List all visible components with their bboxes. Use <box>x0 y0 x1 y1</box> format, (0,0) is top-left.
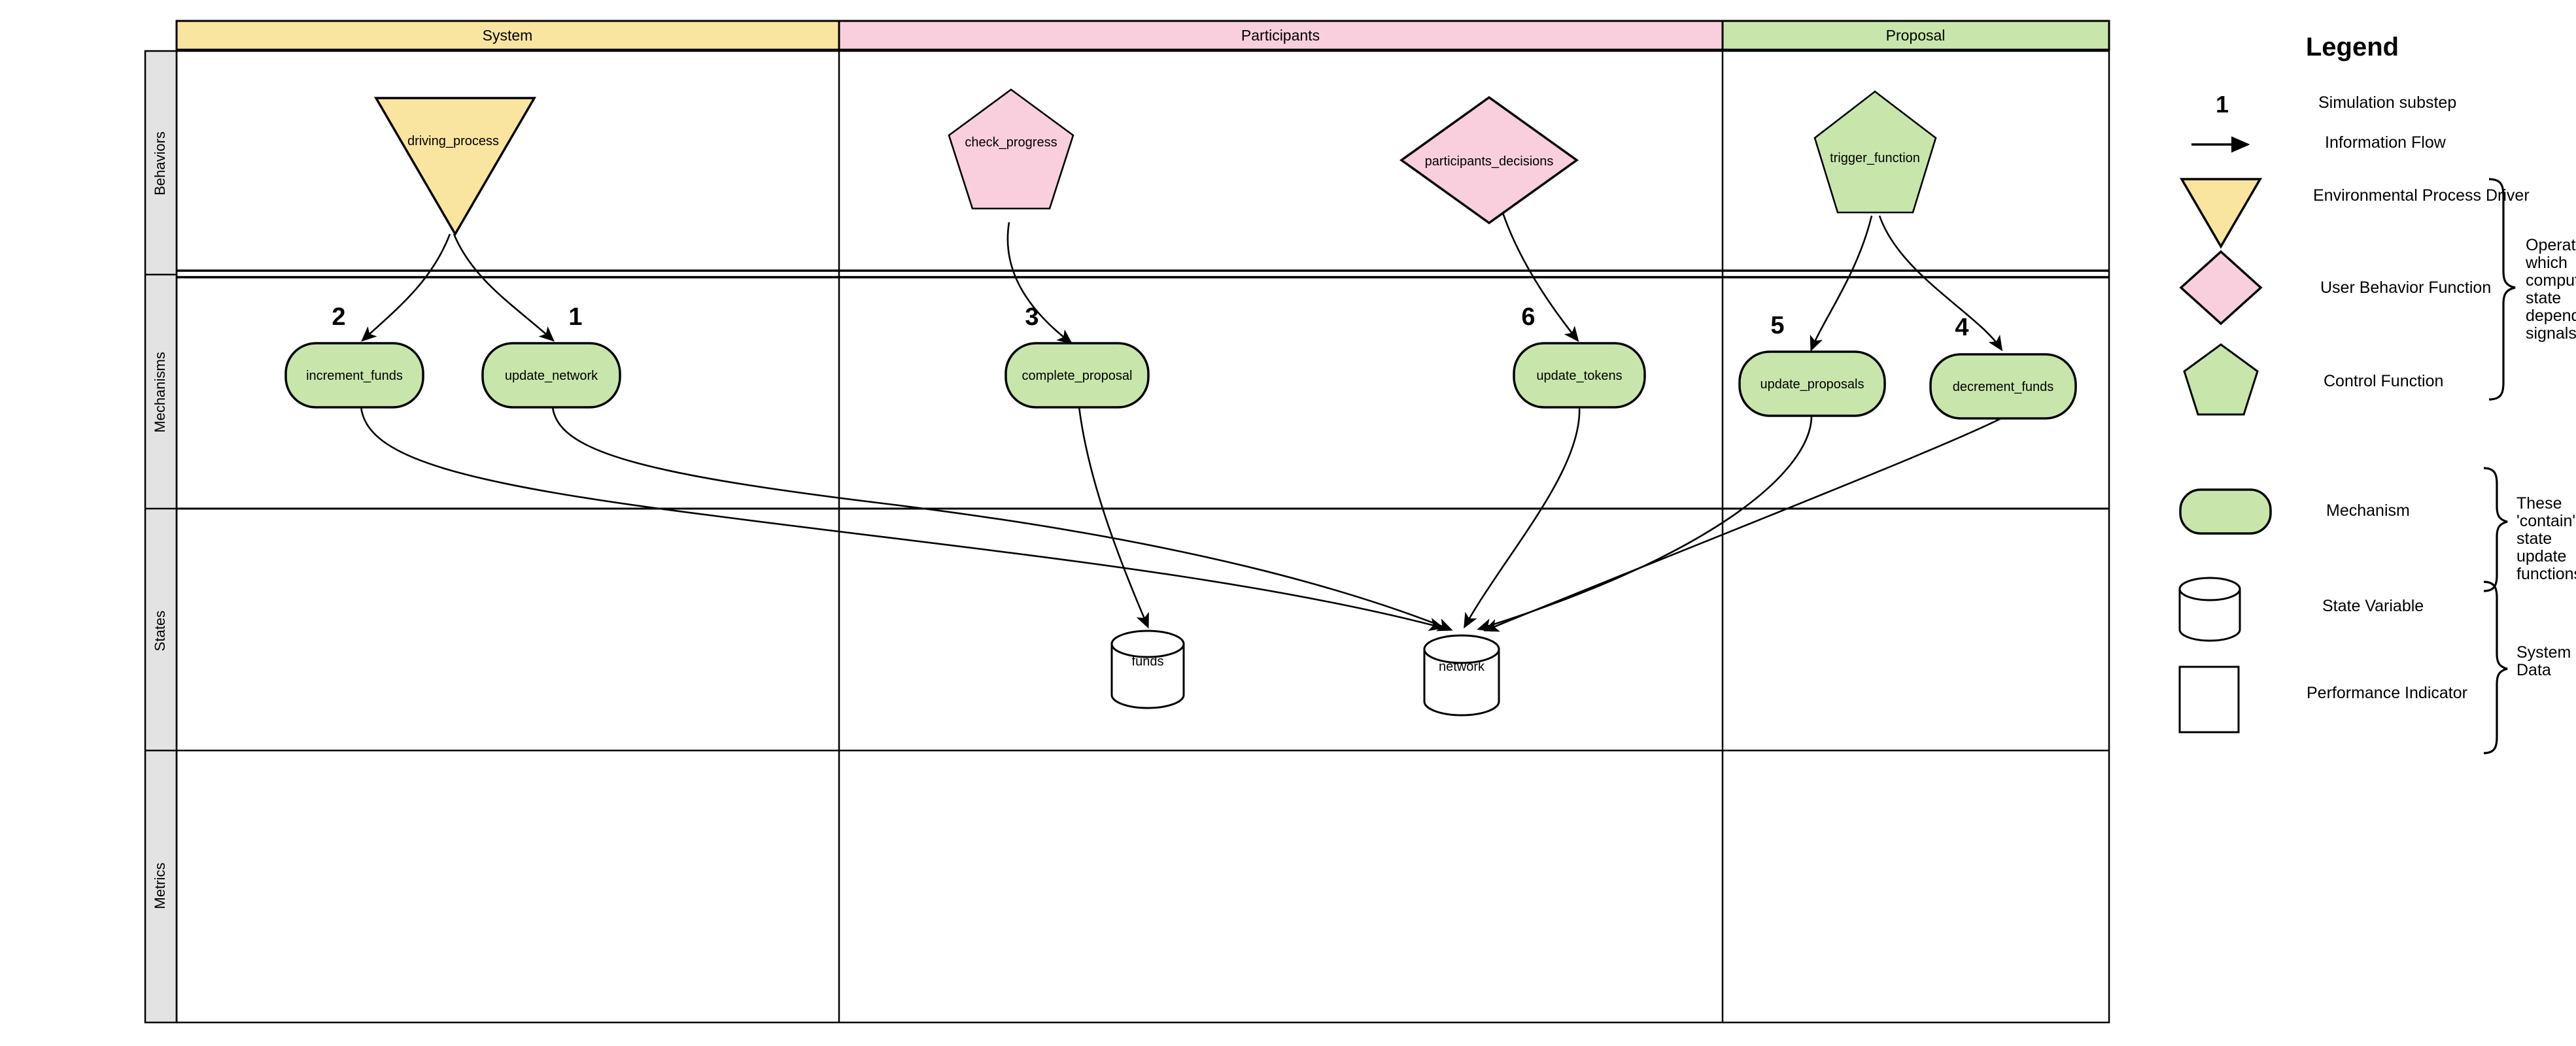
node-label: decrement_funds <box>1953 380 2054 394</box>
row-label-strip: Behaviors Mechanisms States Metrics <box>144 50 178 1024</box>
node-complete-proposal[interactable]: complete_proposal <box>1005 342 1150 409</box>
legend-diamond-icon <box>2179 250 2263 326</box>
node-label: network <box>1439 660 1485 674</box>
column-header-label: Proposal <box>1886 27 1946 44</box>
column-header-participants: Participants <box>838 20 1724 51</box>
legend-rectangle-icon <box>2178 666 2240 734</box>
legend-brace-text-system-data: System Data <box>2516 643 2575 679</box>
legend-cylinder-icon <box>2178 577 2241 642</box>
row-label-states: States <box>152 611 168 651</box>
edge-update-proposals-to-network <box>1477 415 1813 632</box>
row-label-mechanisms: Mechanisms <box>152 352 168 432</box>
legend-label-information-flow: Information Flow <box>2325 133 2447 152</box>
substep-label-complete-proposal: 3 <box>1025 303 1039 331</box>
legend-label-performance-indicator: Performance Indicator <box>2307 684 2467 702</box>
substep-label-decrement-funds: 4 <box>1955 314 1968 341</box>
row-label-behaviors: Behaviors <box>152 131 168 195</box>
edge-update-tokens-to-funds-network <box>1464 406 1581 629</box>
node-label: update_proposals <box>1760 377 1864 392</box>
node-update-tokens[interactable]: update_tokens <box>1513 342 1646 409</box>
legend-brace-mechanism <box>2483 467 2508 592</box>
node-decrement-funds[interactable]: decrement_funds <box>1929 353 2077 420</box>
node-increment-funds[interactable]: increment_funds <box>284 342 424 409</box>
node-label: participants_decisions <box>1425 154 1554 169</box>
substep-label-update-network: 1 <box>568 303 582 331</box>
legend-brace-system-data <box>2483 581 2508 754</box>
node-label: update_tokens <box>1536 369 1622 383</box>
node-label: complete_proposal <box>1022 369 1133 383</box>
legend-title: Legend <box>2306 33 2399 61</box>
substep-label-update-proposals: 5 <box>1770 312 1784 339</box>
node-label: check_progress <box>965 135 1057 150</box>
legend-label-environmental-process-driver: Environmental Process Driver <box>2313 186 2530 205</box>
node-participants-decisions[interactable]: participants_decisions <box>1399 95 1579 225</box>
legend-label-control-function: Control Function <box>2324 372 2443 390</box>
legend: Legend 1 Simulation substep Information … <box>2178 33 2576 754</box>
node-driving-process[interactable]: driving_process <box>373 97 537 237</box>
node-funds[interactable]: funds <box>1110 630 1185 709</box>
column-header-label: System <box>483 27 533 44</box>
edge-trigger-function-to-decrement-funds <box>1878 215 2003 352</box>
substep-label-increment-funds: 2 <box>332 303 345 331</box>
node-label: update_network <box>505 369 598 383</box>
node-label: funds <box>1132 654 1164 669</box>
legend-brace-text-mechanism: These 'contain' state update functions <box>2516 494 2576 583</box>
legend-mechanism-icon <box>2179 488 2272 535</box>
edge-complete-proposal-to-funds <box>1078 406 1149 629</box>
edge-decrement-funds-to-network <box>1483 417 2002 632</box>
legend-brace-operators <box>2488 178 2516 401</box>
node-trigger-function[interactable]: trigger_function <box>1813 90 1937 214</box>
legend-label-simulation-substep: Simulation substep <box>2318 93 2456 112</box>
legend-label-state-variable: State Variable <box>2322 597 2424 615</box>
column-header-proposal: Proposal <box>1721 20 2110 51</box>
node-label: trigger_function <box>1830 151 1920 165</box>
legend-label-user-behavior-function: User Behavior Function <box>2320 278 2491 297</box>
legend-pentagon-icon <box>2183 343 2259 416</box>
edge-driving-process-to-update-network <box>453 233 555 342</box>
edges-mechanisms-to-states <box>360 406 2002 632</box>
edge-trigger-function-to-update-proposals <box>1810 215 1873 352</box>
node-label: driving_process <box>407 134 499 148</box>
node-label: increment_funds <box>306 369 403 383</box>
column-header-label: Participants <box>1241 27 1320 44</box>
edge-check-progress-to-complete-proposal <box>1006 222 1073 345</box>
legend-inverted-triangle-icon <box>2179 178 2263 249</box>
column-header-system: System <box>175 20 840 51</box>
node-update-proposals[interactable]: update_proposals <box>1738 350 1886 417</box>
edge-increment-funds-to-network <box>360 406 1445 632</box>
legend-brace-text-operators: Operators which computes state dependent… <box>2525 236 2576 343</box>
edges-behaviors-to-mechanisms <box>361 202 2003 352</box>
legend-substep-number-icon: 1 <box>2216 91 2229 118</box>
substep-label-update-tokens: 6 <box>1521 303 1535 331</box>
node-check-progress[interactable]: check_progress <box>948 88 1074 210</box>
edge-update-network-to-network <box>551 406 1453 632</box>
legend-label-mechanism: Mechanism <box>2326 501 2410 520</box>
edge-driving-process-to-increment-funds <box>361 233 451 342</box>
row-label-metrics: Metrics <box>152 863 168 909</box>
node-network[interactable]: network <box>1423 634 1500 717</box>
edge-participants-decisions-to-update-tokens <box>1498 202 1579 343</box>
node-update-network[interactable]: update_network <box>481 342 621 409</box>
